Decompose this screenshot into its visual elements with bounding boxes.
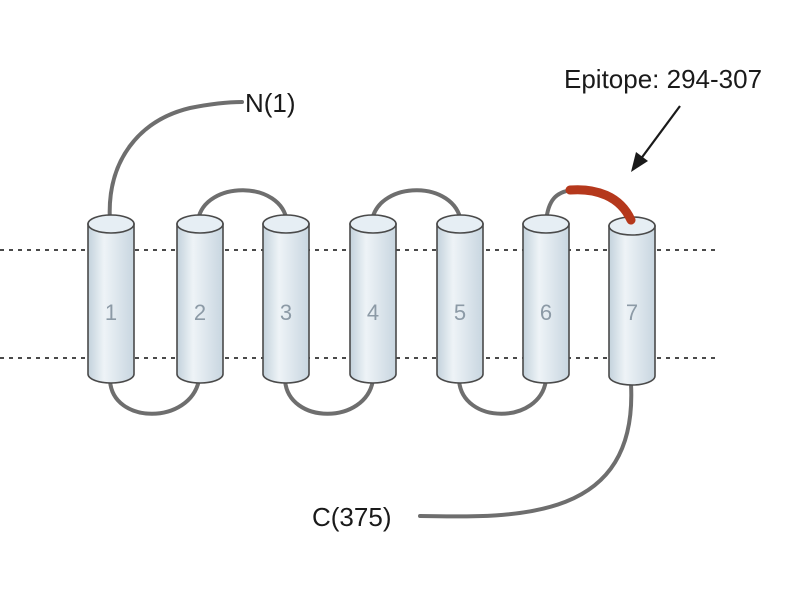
intracellular-loop-1-2 xyxy=(108,378,201,416)
intracellular-loop-3-4 xyxy=(283,378,375,416)
helix-4: 4 xyxy=(349,214,397,384)
helix-2: 2 xyxy=(176,214,224,384)
helix-number: 7 xyxy=(626,300,638,325)
helix-number: 6 xyxy=(540,300,552,325)
extracellular-loop-4-5 xyxy=(370,188,463,224)
helix-6: 6 xyxy=(522,214,570,384)
extracellular-loop-2-3 xyxy=(196,188,289,224)
helix-7: 7 xyxy=(608,216,656,386)
epitope-arrow xyxy=(631,105,681,172)
n-terminal-tail xyxy=(107,100,244,224)
helix-1: 1 xyxy=(87,214,135,384)
epitope-segment xyxy=(565,185,636,225)
c-terminal-tail xyxy=(418,382,634,519)
helix-5: 5 xyxy=(436,214,484,384)
intracellular-loop-5-6 xyxy=(457,378,548,416)
helix-number: 1 xyxy=(105,300,117,325)
epitope-label: Epitope: 294-307 xyxy=(564,64,762,94)
c-terminus-label: C(375) xyxy=(312,502,391,532)
helix-number: 4 xyxy=(367,300,379,325)
helix-number: 3 xyxy=(280,300,292,325)
helix-number: 2 xyxy=(194,300,206,325)
helix-number: 5 xyxy=(454,300,466,325)
helix-3: 3 xyxy=(262,214,310,384)
n-terminus-label: N(1) xyxy=(245,88,296,118)
